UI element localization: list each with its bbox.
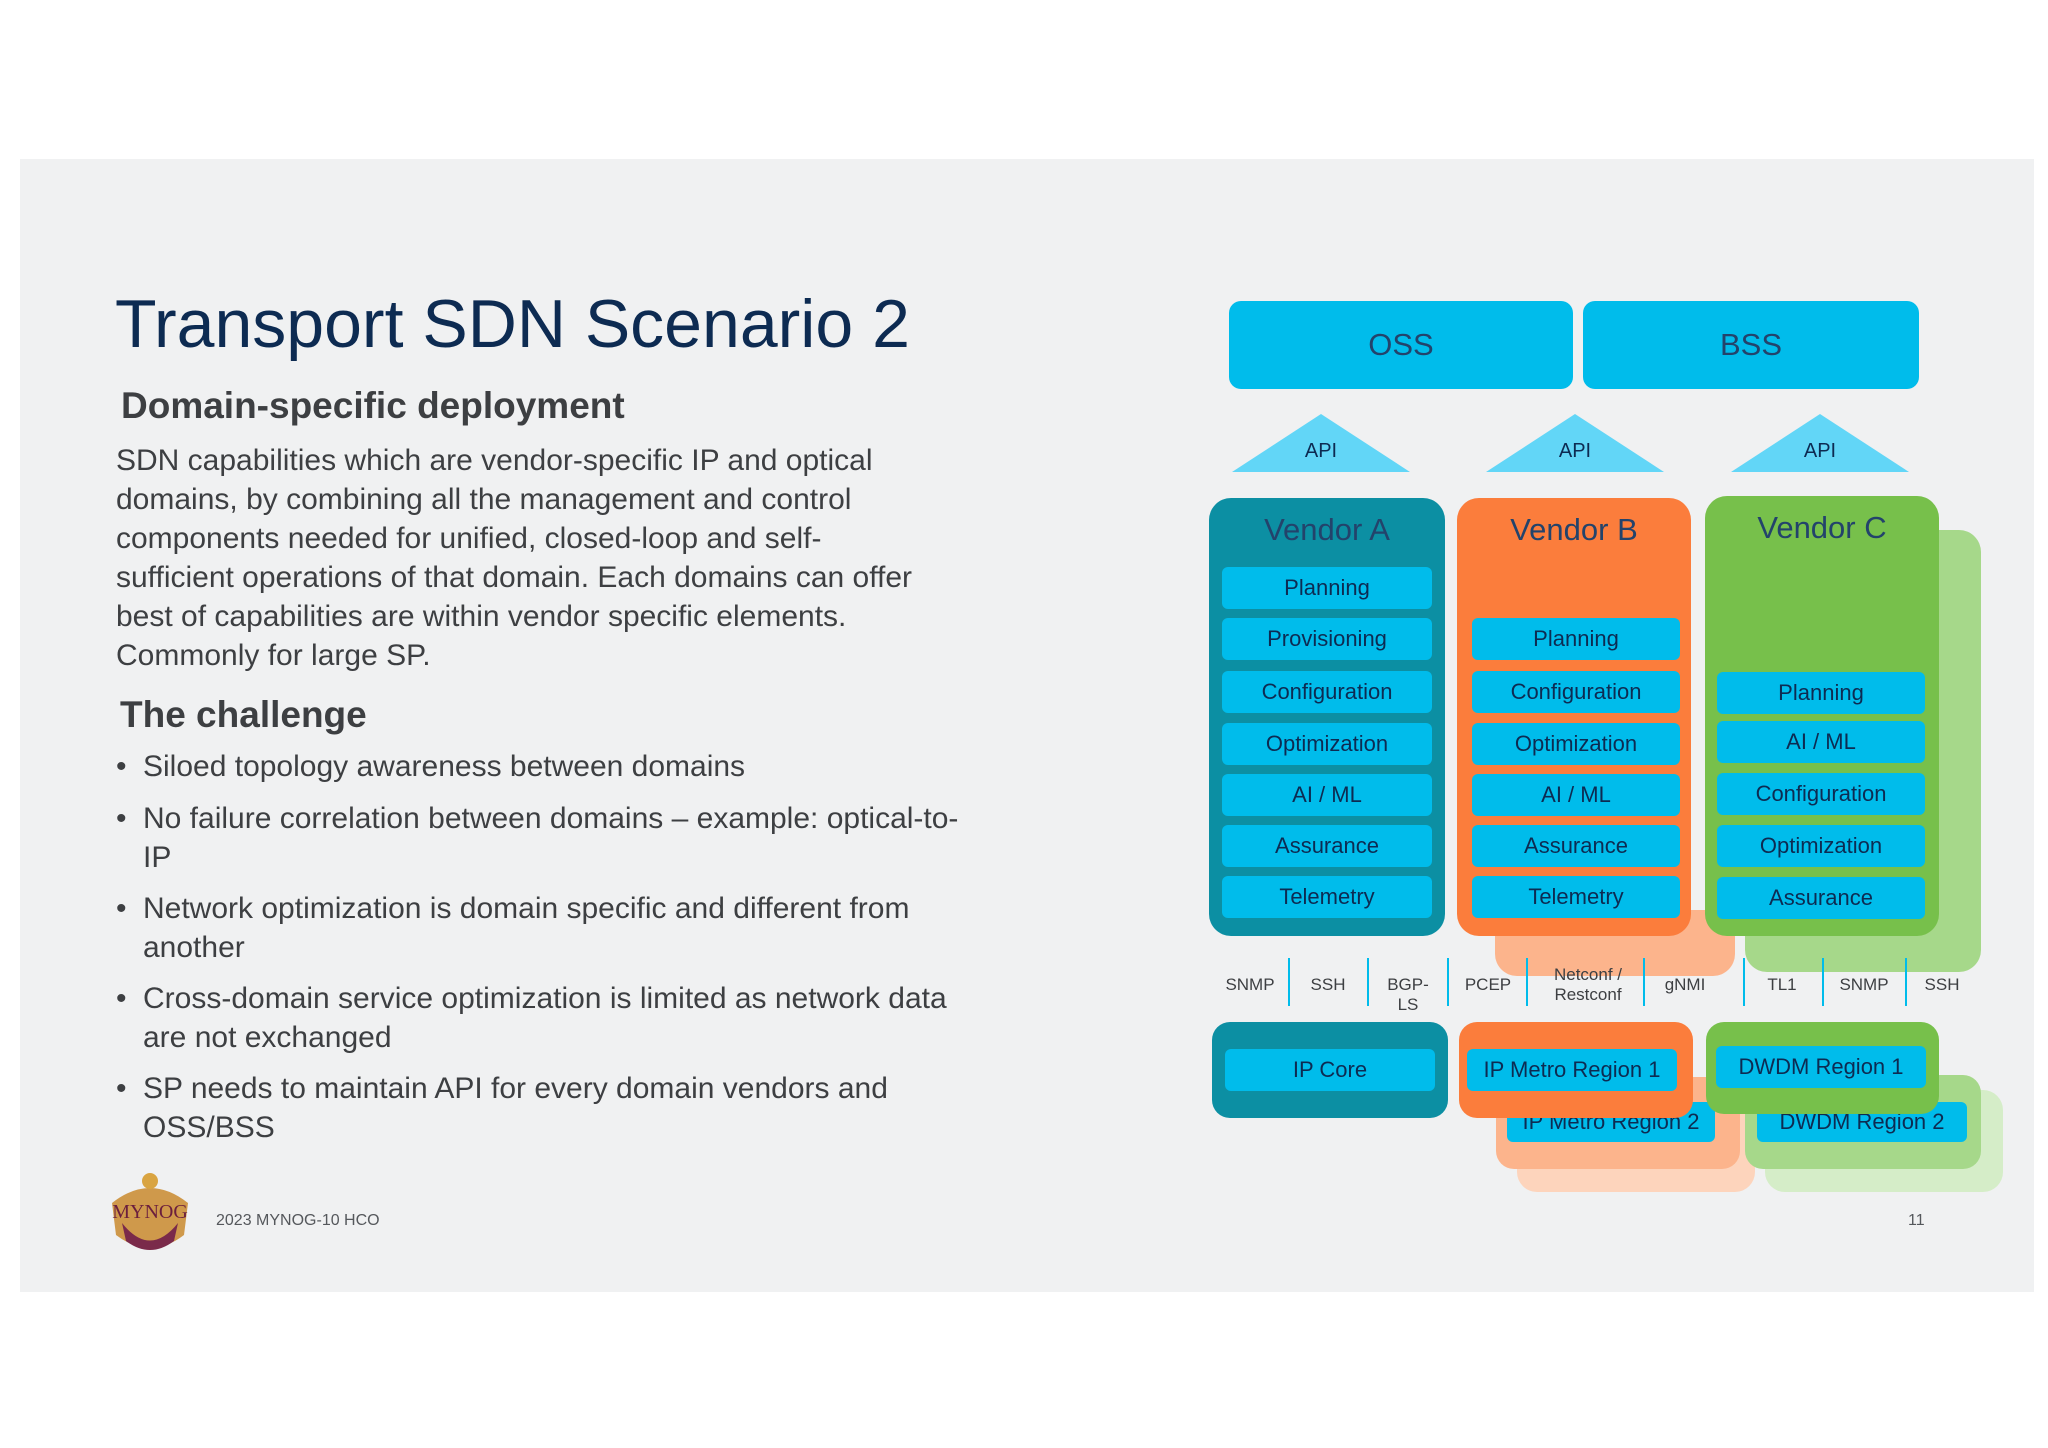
mynog-logo: MYNOG [100, 1163, 200, 1263]
vendor-a-function: Assurance [1222, 825, 1432, 867]
protocol-label: SSH [1310, 975, 1346, 994]
api-connector: API [1232, 414, 1410, 472]
protocol-divider [1367, 958, 1369, 1006]
vendor-b-function: Configuration [1472, 671, 1680, 713]
vendor-b-function: Optimization [1472, 723, 1680, 765]
vendor-b-function: Telemetry [1472, 876, 1680, 918]
api-connector: API [1731, 414, 1909, 472]
bullet-marker: • [116, 802, 127, 835]
vendor-c-function: AI / ML [1717, 721, 1925, 763]
section-heading-deployment: Domain-specific deployment [121, 385, 625, 426]
bullet-text: Siloed topology awareness between domain… [143, 750, 746, 783]
vendor-a-function: Provisioning [1222, 618, 1432, 660]
protocol-divider [1643, 958, 1645, 1006]
protocol-label: SNMP [1839, 975, 1889, 994]
protocol-divider [1905, 958, 1907, 1006]
description-paragraph: SDN capabilities which are vendor-specif… [116, 444, 913, 672]
domain-ip-core: IP Core [1225, 1049, 1435, 1091]
vendor-c-panel [1705, 496, 1939, 936]
protocol-label: Netconf / Restconf [1553, 965, 1623, 1004]
domain-dwdm-region-1: DWDM Region 1 [1716, 1046, 1926, 1088]
vendor-b-function: Assurance [1472, 825, 1680, 867]
vendor-c-function: Planning [1717, 672, 1925, 714]
protocol-divider [1526, 958, 1528, 1006]
protocol-label: SNMP [1225, 975, 1275, 994]
vendor-c-title: Vendor C [1757, 510, 1887, 545]
protocol-divider [1447, 958, 1449, 1006]
bullet-marker: • [116, 1072, 127, 1105]
protocol-label: gNMI [1664, 975, 1706, 994]
api-label: API [1558, 440, 1592, 462]
vendor-a-title: Vendor A [1264, 512, 1390, 547]
vendor-a-function: Optimization [1222, 723, 1432, 765]
protocol-divider [1822, 958, 1824, 1006]
oss-box: OSS [1229, 301, 1573, 389]
bullet-text: No failure correlation between domains –… [143, 802, 959, 874]
vendor-a-function: Configuration [1222, 671, 1432, 713]
vendor-b-title: Vendor B [1510, 512, 1638, 547]
vendor-c-function: Optimization [1717, 825, 1925, 867]
logo-lettering: MYNOG [112, 1201, 188, 1223]
protocol-divider [1743, 958, 1745, 1006]
page-number: 11 [1908, 1212, 1925, 1229]
api-connector: API [1486, 414, 1664, 472]
protocol-label: BGP- LS [1387, 975, 1429, 1014]
vendor-b-function: Planning [1472, 618, 1680, 660]
api-label: API [1304, 440, 1338, 462]
section-heading-challenge: The challenge [120, 694, 367, 735]
api-label: API [1803, 440, 1837, 462]
vendor-b-function: AI / ML [1472, 774, 1680, 816]
bullet-marker: • [116, 750, 127, 783]
vendor-a-panel [1209, 498, 1445, 936]
vendor-a-function: Planning [1222, 567, 1432, 609]
protocol-divider [1288, 958, 1290, 1006]
bullet-text: Network optimization is domain specific … [143, 892, 910, 964]
vendor-c-function: Configuration [1717, 773, 1925, 815]
bullet-marker: • [116, 892, 127, 925]
footer-text: 2023 MYNOG-10 HCO [216, 1212, 380, 1229]
vendor-a-function: Telemetry [1222, 876, 1432, 918]
vendor-a-function: AI / ML [1222, 774, 1432, 816]
bss-box: BSS [1583, 301, 1919, 389]
protocol-label: TL1 [1767, 975, 1797, 994]
protocol-label: SSH [1924, 975, 1960, 994]
bullet-text: Cross-domain service optimization is lim… [143, 982, 947, 1054]
vendor-c-function: Assurance [1717, 877, 1925, 919]
vendor-b-panel [1457, 498, 1691, 936]
bullet-text: SP needs to maintain API for every domai… [143, 1072, 888, 1144]
protocol-label: PCEP [1464, 975, 1512, 994]
domain-ip-metro-region-1: IP Metro Region 1 [1467, 1049, 1677, 1091]
slide-title: Transport SDN Scenario 2 [115, 286, 910, 362]
bullet-marker: • [116, 982, 127, 1015]
